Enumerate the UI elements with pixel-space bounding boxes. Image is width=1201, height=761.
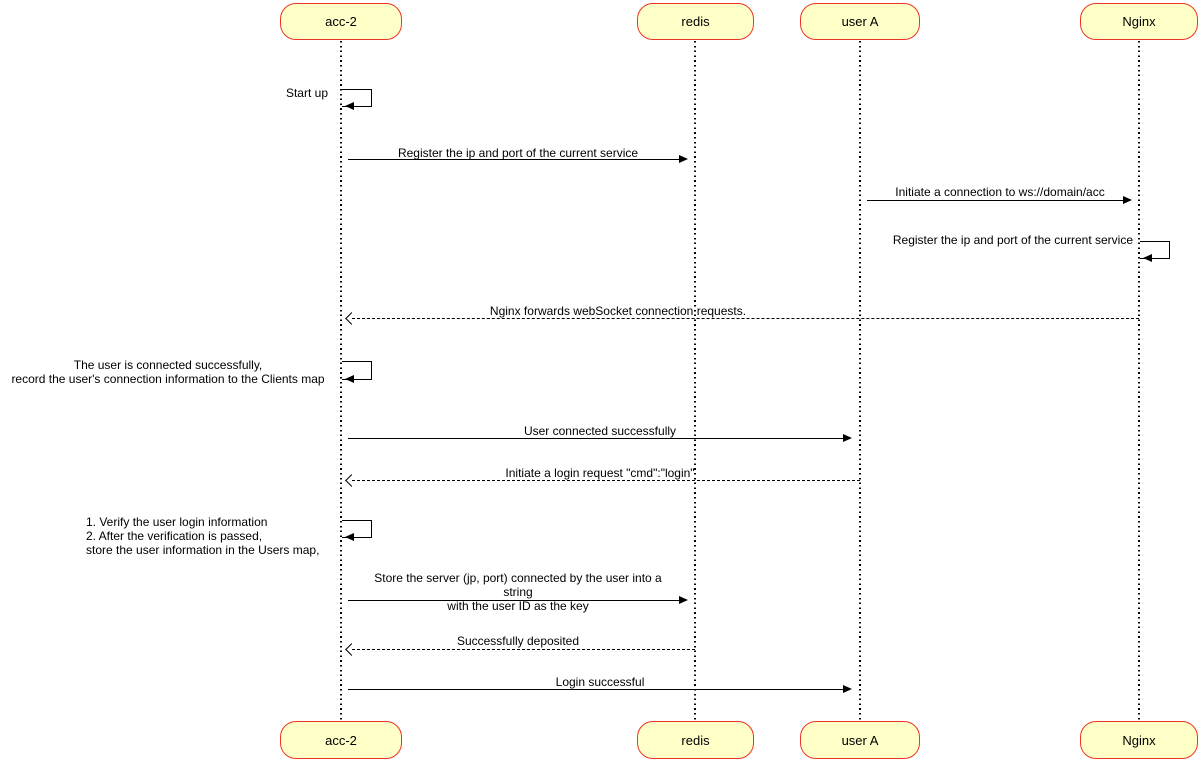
message-line-dashed: [352, 318, 1139, 319]
arrowhead-right-icon: [843, 434, 852, 442]
message-label-login-request: Initiate a login request "cmd":"login": [505, 466, 695, 480]
self-loop-users-map: [342, 520, 372, 538]
arrowhead-open-left-icon: [345, 474, 358, 487]
lifeline-acc-2: [340, 41, 342, 721]
arrowhead-left-icon: [1143, 254, 1152, 262]
self-loop-register-nginx: [1140, 241, 1170, 259]
participant-nginx-top: Nginx: [1080, 3, 1198, 40]
message-label-verify-login: 1. Verify the user login information 2. …: [86, 515, 320, 557]
participant-user-a-top: user A: [800, 3, 920, 40]
arrowhead-right-icon: [679, 155, 688, 163]
message-line: [348, 600, 681, 602]
message-line: [867, 200, 1125, 202]
participant-nginx-bottom: Nginx: [1080, 721, 1198, 759]
message-label-login-successful: Login successful: [555, 675, 645, 689]
self-loop-start-up: [342, 89, 372, 107]
participant-redis-bottom: redis: [637, 721, 754, 759]
message-line: [348, 438, 845, 440]
lifeline-user-a: [859, 41, 861, 721]
message-label-user-connected: User connected successfully: [523, 424, 677, 438]
arrowhead-right-icon: [679, 596, 688, 604]
message-label-start-up: Start up: [285, 86, 328, 100]
message-label-register-service-nginx: Register the ip and port of the current …: [892, 233, 1133, 247]
message-line: [348, 159, 681, 161]
message-label-nginx-forwards: Nginx forwards webSocket connection requ…: [489, 304, 747, 318]
arrowhead-left-icon: [345, 533, 354, 541]
message-line-dashed: [352, 649, 695, 650]
message-label-user-connected-record: The user is connected successfully, reco…: [11, 358, 325, 386]
participant-acc-2-top: acc-2: [280, 3, 402, 40]
arrowhead-left-icon: [345, 375, 354, 383]
self-loop-clients-map: [342, 361, 372, 380]
participant-redis-top: redis: [637, 3, 754, 40]
lifeline-nginx: [1138, 41, 1140, 721]
message-label-register-service-acc2: Register the ip and port of the current …: [397, 146, 639, 160]
message-line-dashed: [352, 480, 860, 481]
arrowhead-left-icon: [345, 102, 354, 110]
message-label-store-server: Store the server (jp, port) connected by…: [374, 571, 662, 613]
arrowhead-open-left-icon: [345, 312, 358, 325]
message-line: [348, 689, 845, 691]
participant-acc-2-bottom: acc-2: [280, 721, 402, 759]
message-label-initiate-ws-connection: Initiate a connection to ws://domain/acc: [895, 185, 1105, 199]
arrowhead-right-icon: [1123, 196, 1132, 204]
arrowhead-right-icon: [843, 685, 852, 693]
lifeline-redis: [694, 41, 696, 721]
arrowhead-open-left-icon: [345, 643, 358, 656]
message-label-successfully-deposited: Successfully deposited: [456, 634, 580, 648]
participant-user-a-bottom: user A: [800, 721, 920, 759]
